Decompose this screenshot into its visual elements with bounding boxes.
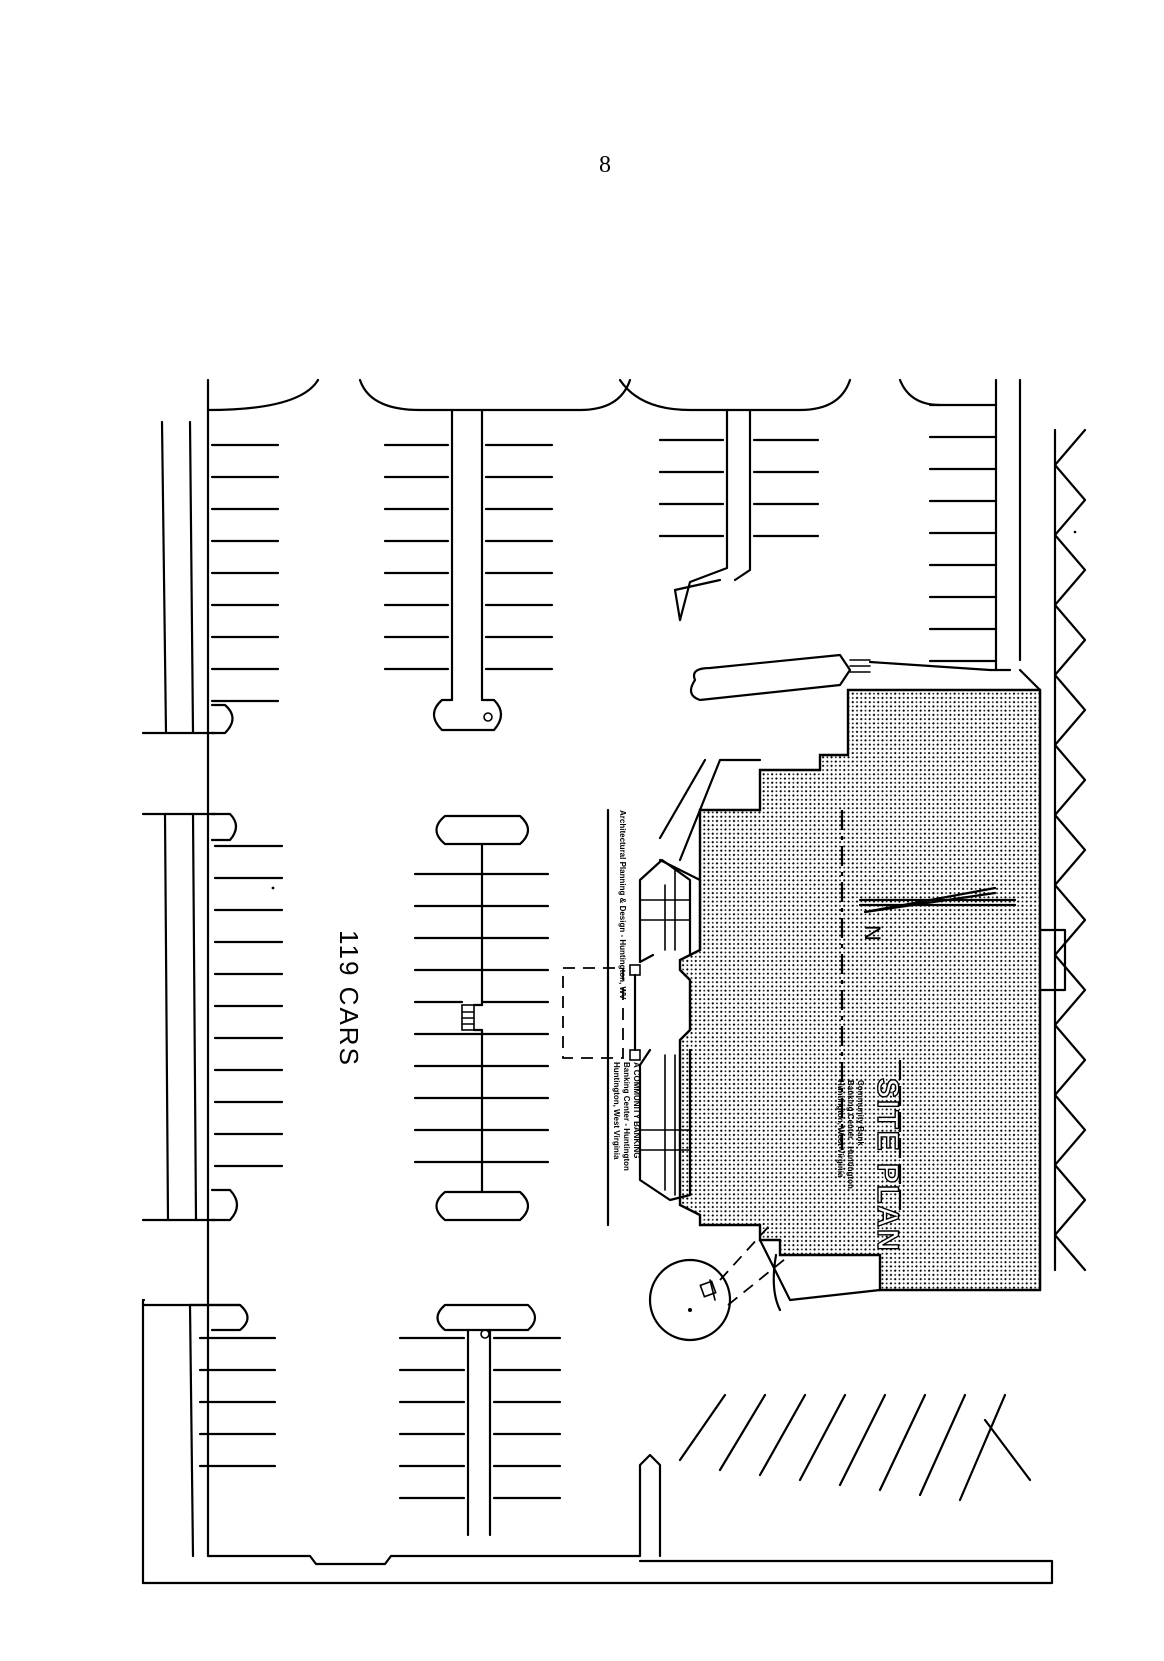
page-number: 8 <box>599 152 611 178</box>
svg-text:Banking Center - Huntington: Banking Center - Huntington <box>846 1080 855 1189</box>
svg-text:Community Bank: Community Bank <box>856 1080 865 1146</box>
svg-text:A COMMUNITY BANKING: A COMMUNITY BANKING <box>632 1062 641 1158</box>
angled-parking <box>678 1393 1032 1502</box>
svg-text:Huntington, West Virginia: Huntington, West Virginia <box>836 1080 845 1178</box>
interior-dashed-line <box>840 810 902 1210</box>
parking-row-7 <box>188 1303 277 1468</box>
entry-wings <box>629 858 702 1202</box>
site-plan-title: SITE PLAN <box>871 1078 904 1253</box>
project-info: A COMMUNITY BANKING Banking Center - Hun… <box>612 1062 641 1171</box>
parking-row-4 <box>928 403 998 663</box>
architect-credit: Architectural Planning & Design - Huntin… <box>618 810 627 1000</box>
svg-text:Banking Center - Huntington: Banking Center - Huntington <box>622 1062 631 1171</box>
building <box>658 668 1067 1312</box>
parking-row-8 <box>398 1303 562 1537</box>
drive-island <box>689 653 1012 702</box>
parking-row-5 <box>210 812 284 1222</box>
entry-canopy <box>562 967 624 1059</box>
parking-row-1 <box>210 443 280 735</box>
parking-row-3 <box>658 408 820 622</box>
title-block: Community Bank Banking Center - Huntingt… <box>836 1080 865 1189</box>
parking-count-label: 119 CARS <box>334 930 364 1067</box>
parking-row-6 <box>413 814 550 1222</box>
left-sidewalk <box>141 420 242 1558</box>
top-curbs <box>206 378 942 412</box>
zigzag-landscaping <box>1053 428 1087 1272</box>
drive-thru-kiosk <box>648 1224 791 1342</box>
site-perimeter <box>141 378 1054 1585</box>
parking-row-2 <box>383 408 554 732</box>
north-label: N <box>860 925 885 941</box>
north-arrow <box>858 886 1017 914</box>
svg-text:Huntington, West Virginia: Huntington, West Virginia <box>612 1062 621 1160</box>
